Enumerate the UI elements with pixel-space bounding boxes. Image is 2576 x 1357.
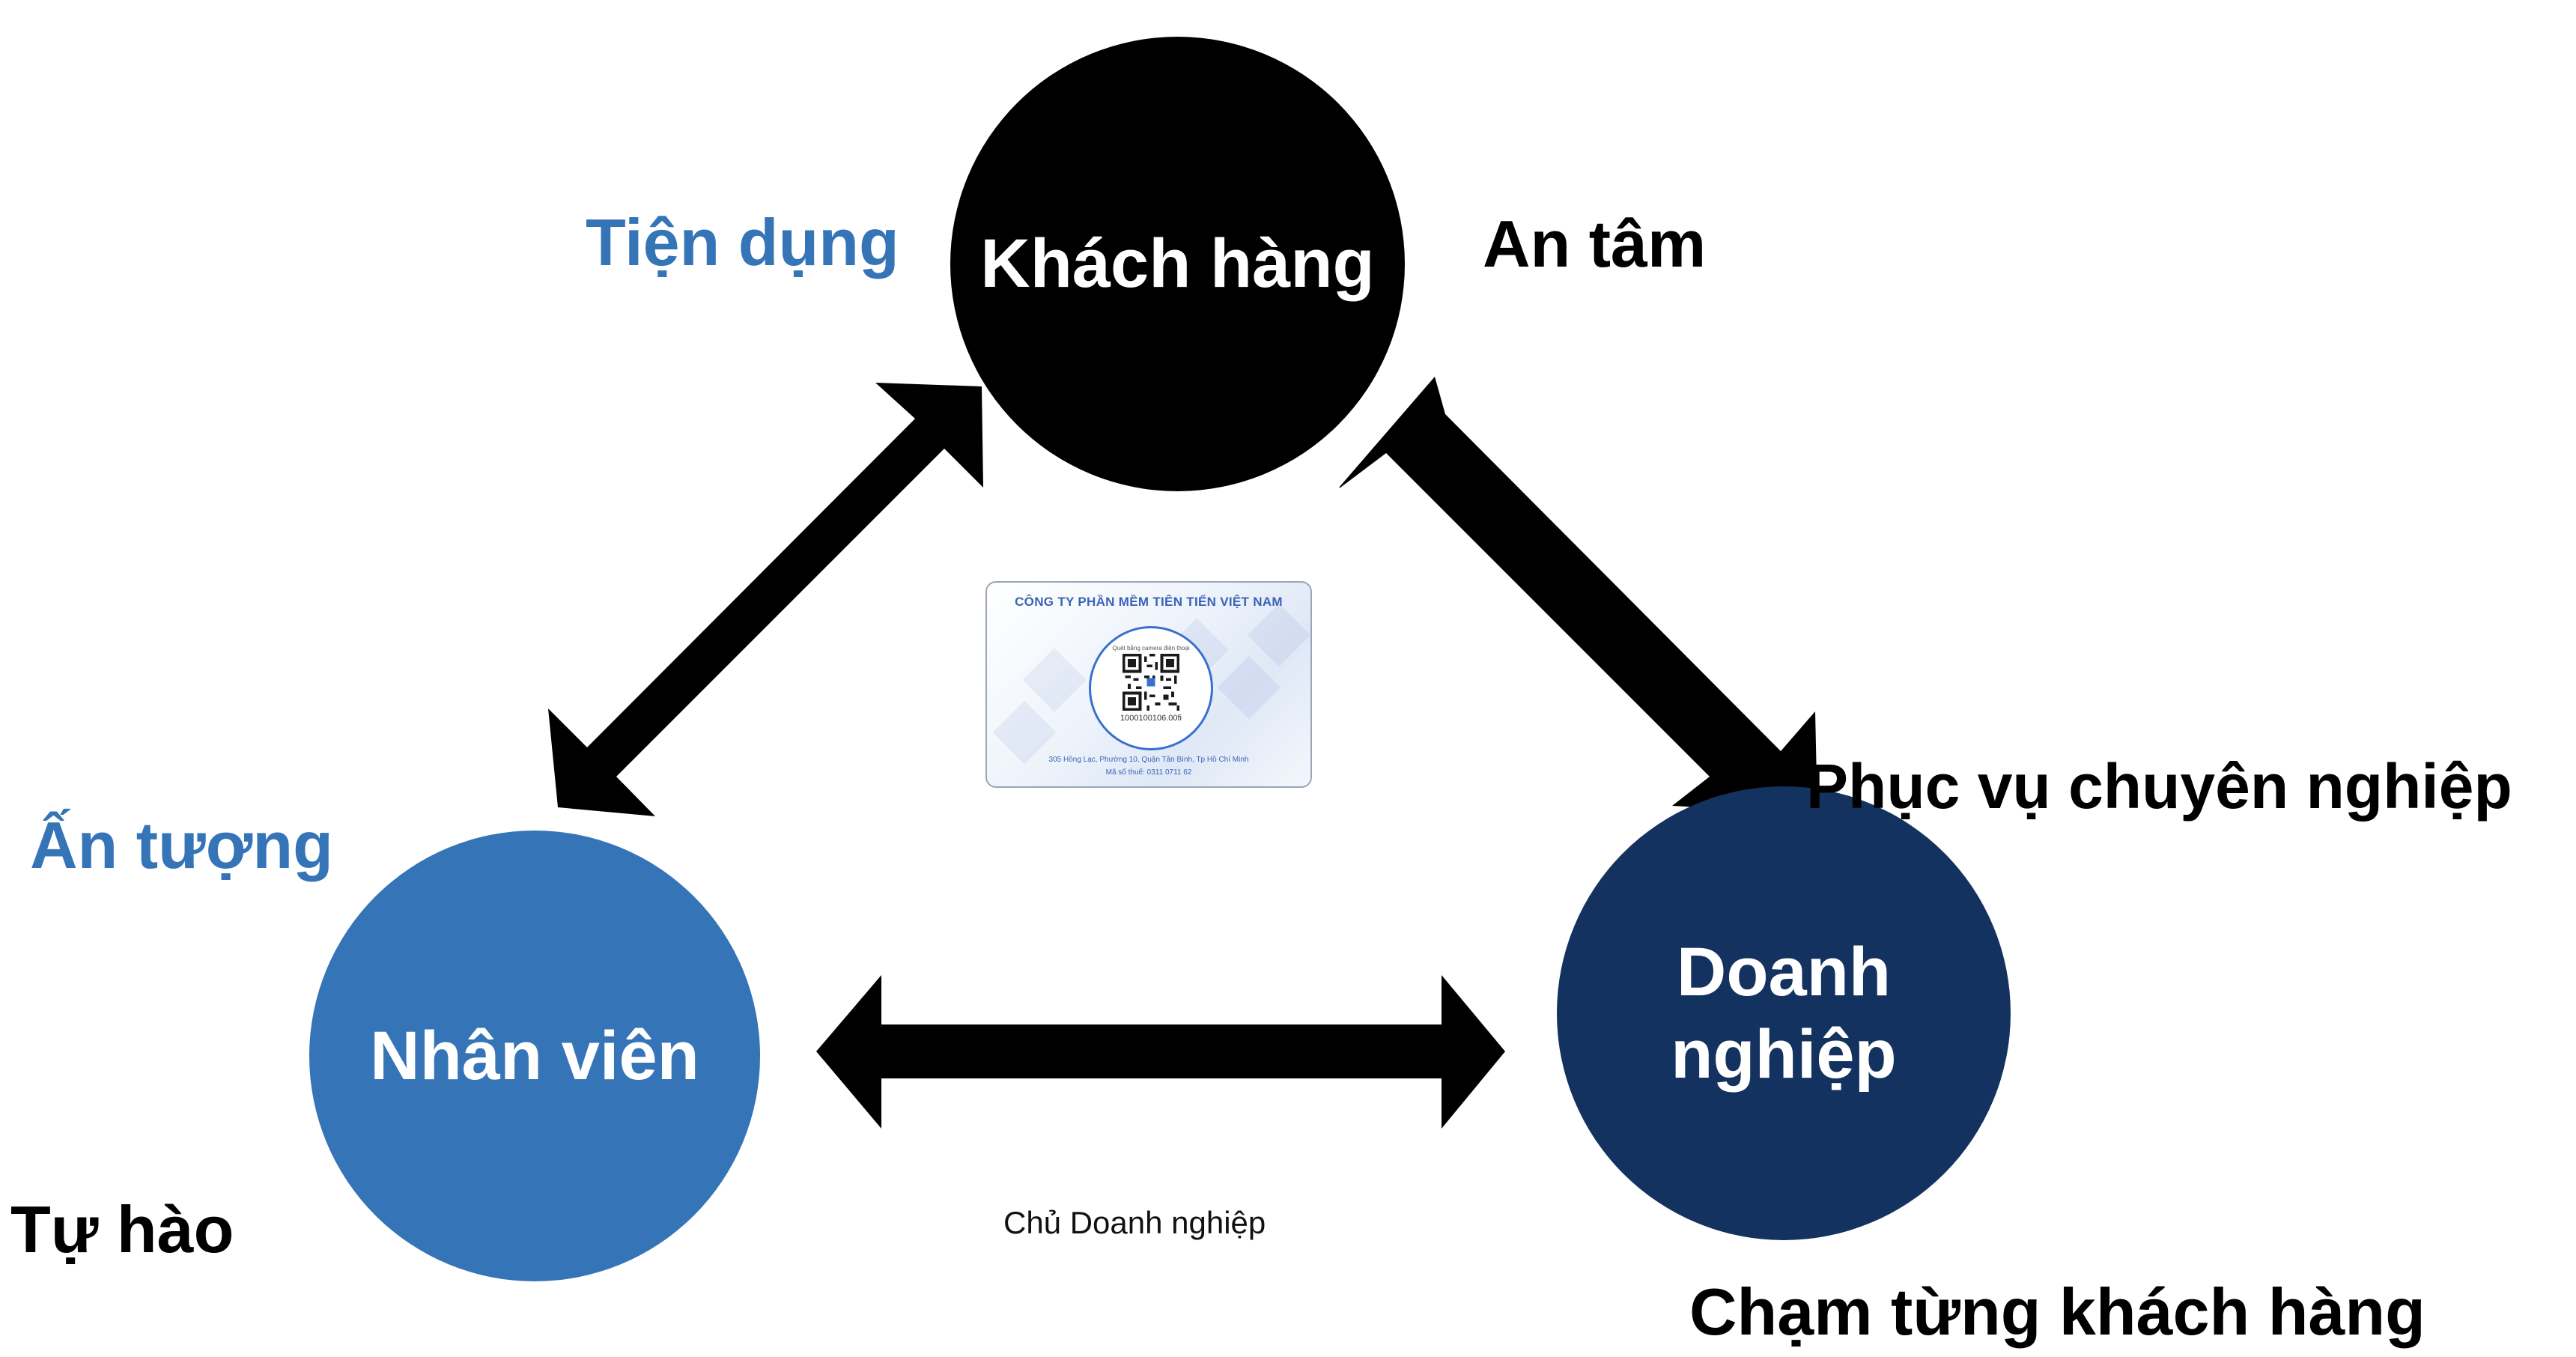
node-doanh-nghiep: Doanh nghiệp bbox=[1557, 786, 2011, 1240]
qr-code-icon bbox=[1123, 654, 1179, 711]
qr-business-card: CÔNG TY PHẦN MỀM TIÊN TIẾN VIỆT NAM Quét… bbox=[985, 581, 1312, 788]
card-decoration bbox=[1022, 648, 1087, 712]
label-cham-tung-khach-hang: Chạm từng khách hàng bbox=[1689, 1275, 2425, 1349]
card-tax-id: Mã số thuế: 0311 0711 62 bbox=[1105, 768, 1192, 777]
qr-caption: Quét bằng camera điện thoại bbox=[1112, 645, 1190, 652]
qr-frame: Quét bằng camera điện thoại bbox=[1089, 626, 1213, 750]
card-decoration bbox=[1247, 603, 1310, 667]
card-decoration bbox=[992, 700, 1057, 765]
label-tu-hao: Tự hào bbox=[10, 1192, 234, 1266]
label-tien-dung: Tiện dụng bbox=[586, 205, 899, 279]
node-khach-hang-label: Khách hàng bbox=[980, 225, 1375, 303]
label-phuc-vu-chuyen-nghiep: Phục vụ chuyên nghiệp bbox=[1806, 751, 2512, 822]
arrow-nhanvien-doanhnghiep bbox=[816, 975, 1505, 1129]
arrow-khachhang-nhanvien bbox=[548, 383, 983, 816]
card-decoration bbox=[1217, 655, 1281, 720]
arrow-khachhang-doanhnghiep bbox=[1339, 377, 1817, 814]
node-nhan-vien-label: Nhân viên bbox=[370, 1017, 699, 1094]
card-address: 305 Hồng Lạc, Phường 10, Quận Tân Bình, … bbox=[1048, 756, 1249, 764]
node-nhan-vien: Nhân viên bbox=[309, 831, 760, 1281]
qr-number: 1000100106.00fi bbox=[1120, 714, 1182, 723]
node-khach-hang: Khách hàng bbox=[950, 37, 1405, 491]
label-an-tuong: Ấn tượng bbox=[30, 808, 333, 882]
card-company-name: CÔNG TY PHẦN MỀM TIÊN TIẾN VIỆT NAM bbox=[1015, 595, 1283, 609]
node-doanh-nghiep-label-line1: Doanh bbox=[1676, 933, 1892, 1010]
label-an-tam: An tâm bbox=[1483, 207, 1707, 281]
node-doanh-nghiep-label-line2: nghiệp bbox=[1671, 1016, 1897, 1093]
label-chu-doanh-nghiep: Chủ Doanh nghiệp bbox=[1003, 1205, 1266, 1240]
